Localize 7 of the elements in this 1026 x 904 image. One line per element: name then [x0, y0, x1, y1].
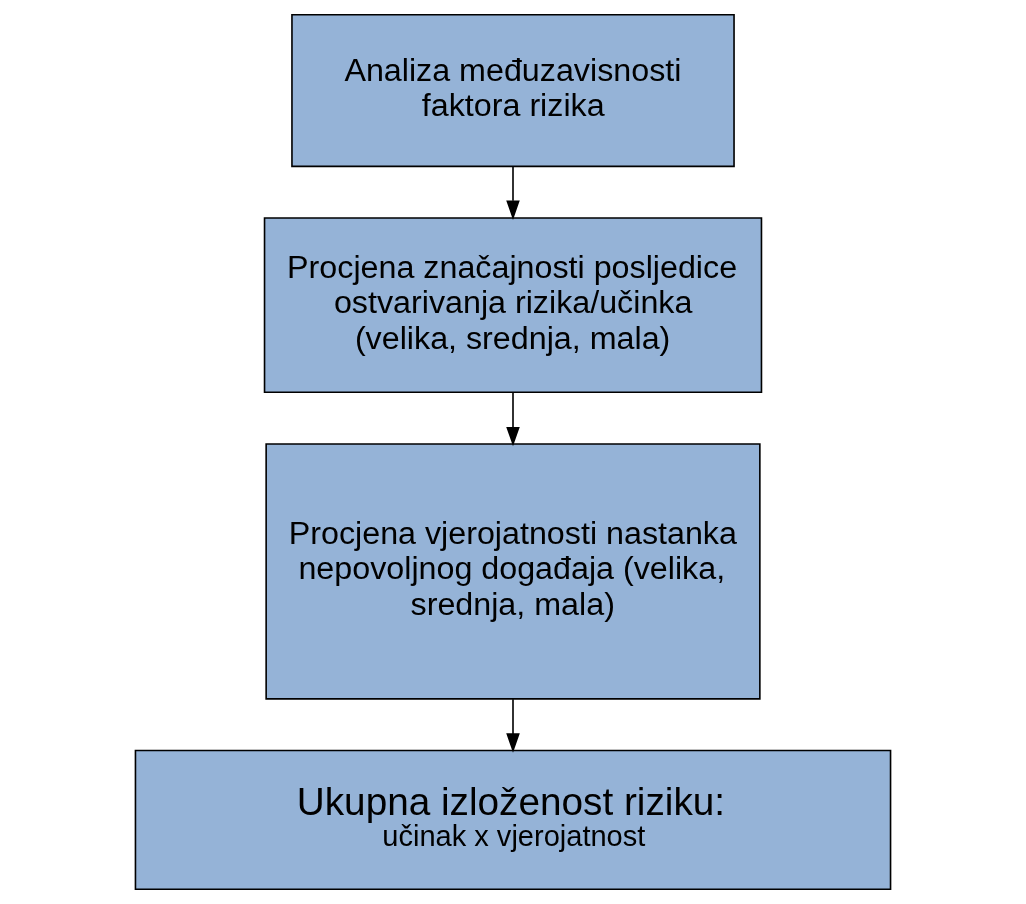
- node-box: Analiza međuzavisnosti faktora rizika: [291, 13, 735, 168]
- node-box: Ukupna izloženost riziku: učinak x vjerojatnost: [134, 749, 892, 891]
- node-box: Procjena značajnosti posljedice ostvarivanja rizika/učinka (velika, srednja, mala): [263, 217, 763, 394]
- arrow: [506, 698, 520, 753]
- node-box: Procjena vjerojatnosti nastanka nepovoljnog događaja (velika, srednja, mala): [265, 443, 761, 700]
- arrow: [506, 392, 520, 447]
- arrow: [506, 165, 520, 220]
